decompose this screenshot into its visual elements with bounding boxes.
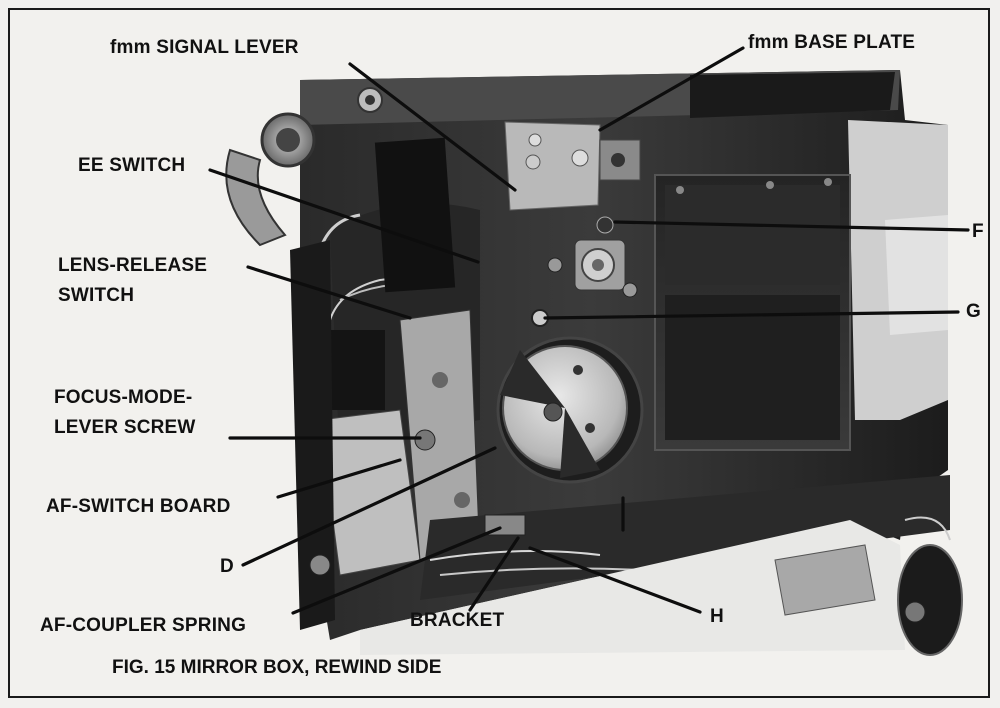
leader-d: [241, 446, 497, 567]
label-focus-mode-line1: FOCUS-MODE-: [54, 387, 193, 408]
label-bracket: BRACKET: [410, 610, 505, 631]
mirror-lower: [665, 295, 840, 440]
label-fmm-signal-lever: fmm SIGNAL LEVER: [110, 37, 299, 58]
label-af-switch-board: AF-SWITCH BOARD: [46, 496, 231, 517]
leader-fmm-base-plate: [598, 46, 745, 132]
leader-af-coupler: [291, 526, 502, 615]
leader-lens-release: [246, 265, 412, 320]
flex-strip: [885, 215, 948, 335]
base-plate-metal: [504, 121, 601, 211]
label-g: G: [966, 301, 981, 322]
figure-caption: FIG. 15 MIRROR BOX, REWIND SIDE: [112, 657, 442, 678]
leader-ee-switch: [208, 168, 480, 264]
label-f: F: [972, 221, 984, 242]
label-focus-mode-line2: LEVER SCREW: [54, 417, 196, 438]
top-block: [690, 72, 895, 118]
leader-h: [528, 546, 702, 614]
label-af-coupler-spring: AF-COUPLER SPRING: [40, 615, 247, 636]
label-lens-release-line2: SWITCH: [58, 285, 135, 306]
leader-bracket: [468, 536, 520, 612]
mirror-upper: [665, 185, 840, 285]
leader-fmm-signal-lever: [348, 62, 517, 192]
label-d: D: [220, 556, 234, 577]
label-fmm-base-plate: fmm BASE PLATE: [748, 32, 916, 53]
leader-af-switch-board: [276, 458, 402, 499]
label-h: H: [710, 606, 724, 627]
leader-f: [613, 220, 970, 232]
label-ee-switch: EE SWITCH: [78, 155, 186, 176]
speaker: [897, 544, 963, 656]
label-lens-release-line1: LENS-RELEASE: [58, 255, 208, 276]
leader-g: [543, 310, 960, 320]
